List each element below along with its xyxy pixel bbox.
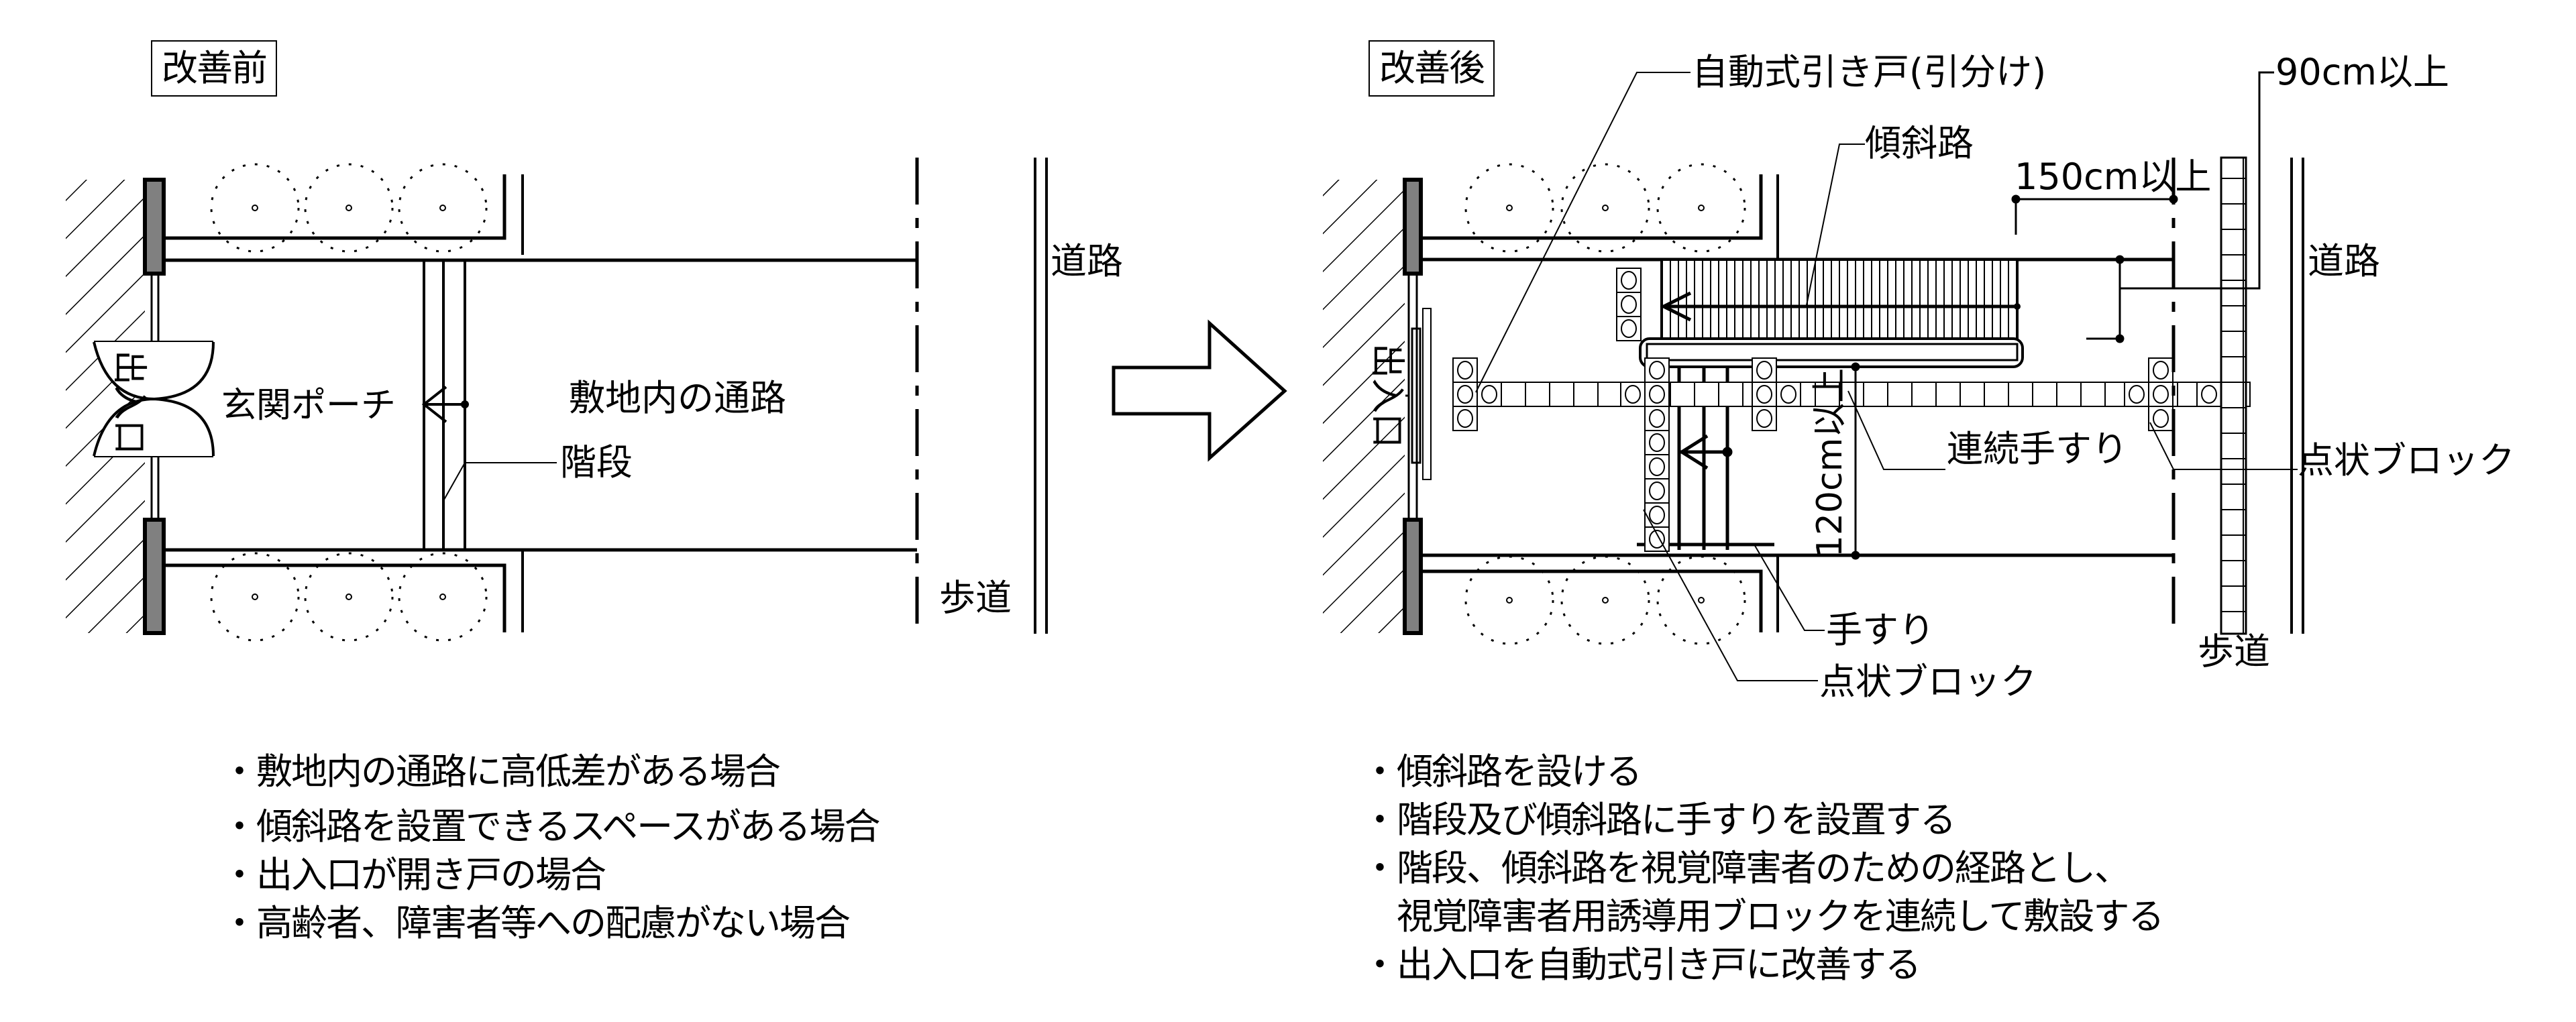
stairs-label: 階段 [560, 441, 633, 484]
tactile-line-block [2008, 382, 2033, 407]
sidewalk-label: 歩道 [939, 577, 1012, 619]
stairs-direction-arrow-icon [1678, 434, 1733, 470]
tactile-dot-block [1644, 357, 1670, 383]
sidewalk-block-strip [2220, 156, 2247, 635]
tactile-dot-block [1644, 454, 1670, 479]
tactile-line-block [1887, 382, 1913, 407]
tactile-dot-block [1644, 502, 1670, 528]
ramp-width-label: 150cm以上 [2015, 156, 2211, 198]
tactile-line-block [1573, 382, 1599, 407]
tactile-dot-block [2124, 382, 2149, 407]
improvement-item: 傾斜路を設ける [1362, 748, 2163, 796]
dimension-90cm [2086, 71, 2274, 343]
tactile-dot-block [1752, 382, 1777, 407]
tactile-dot-block [2148, 382, 2174, 407]
sliding-door-icon [1405, 274, 1432, 520]
after-improvements-list: 傾斜路を設ける 階段及び傾斜路に手すりを設置する 階段、傾斜路を視覚障害者のため… [1362, 748, 2164, 989]
tactile-line-block [1525, 382, 1550, 407]
tactile-line-block [1935, 382, 1961, 407]
stair-width-label: 120cm以上 [1810, 368, 1850, 558]
road-label: 道路 [1051, 240, 1123, 282]
tactile-dot-block [1477, 382, 1502, 407]
improvement-item: 階段及び傾斜路に手すりを設置する [1362, 796, 2163, 844]
sidewalk-label: 歩道 [2198, 630, 2270, 673]
condition-item: 傾斜路を設置できるスペースがある場合 [221, 803, 880, 851]
tactile-dot-block [2196, 382, 2222, 407]
hinged-door-icon [93, 341, 215, 457]
planter-top [164, 163, 524, 255]
tactile-line-block [1549, 382, 1574, 407]
tactile-dot-block [1752, 357, 1777, 383]
tactile-line-block [1597, 382, 1623, 407]
tactile-line-block [2056, 382, 2082, 407]
improvement-item: 視覚障害者用誘導用ブロックを連続して敷設する [1397, 895, 2164, 938]
wall-column-top [143, 178, 166, 276]
handrail-label: 手すり [1826, 609, 1935, 651]
tactile-line-block [1863, 382, 1888, 407]
tactile-dot-block [1620, 382, 1646, 407]
tactile-block-bottom-label: 点状ブロック [1819, 661, 2037, 703]
tactile-line-block [2032, 382, 2057, 407]
right-arrow-icon [1112, 319, 1287, 462]
tactile-dot-block [1776, 382, 1801, 407]
leader-lines [1475, 72, 2298, 681]
wall-column-top [1403, 178, 1423, 276]
tactile-dot-block [1644, 406, 1670, 431]
wall-column-bottom [1403, 518, 1423, 635]
tactile-dot-block [1644, 382, 1670, 407]
ramp [1660, 258, 2021, 346]
improvement-item: 出入口を自動式引き戸に改善する [1362, 941, 2163, 989]
before-conditions-list: 敷地内の通路に高低差がある場合 傾斜路を設置できるスペースがある場合 出入口が開… [221, 748, 880, 948]
planter-bottom [1421, 555, 1779, 645]
tactile-dot-block [1644, 430, 1670, 455]
tactile-line-block [2080, 382, 2106, 407]
tactile-line-block [1839, 382, 1864, 407]
tactile-dot-block [1616, 268, 1642, 293]
tactile-line-block [1670, 382, 1695, 407]
entrance-label: 出入口 [109, 350, 149, 455]
continuous-handrail-label: 連続手すり [1947, 428, 2128, 470]
improvement-item: 階段、傾斜路を視覚障害者のための経路とし、 [1362, 844, 2163, 893]
entrance-label: 出入口 [1366, 343, 1407, 448]
ramp-label: 傾斜路 [1865, 122, 1974, 164]
auto-door-label: 自動式引き戸(引分け) [1692, 51, 2046, 93]
tactile-line-block [1718, 382, 1743, 407]
tactile-line-block [1501, 382, 1526, 407]
tactile-dot-block [1616, 316, 1642, 341]
road-label: 道路 [2308, 240, 2380, 282]
tactile-dot-block [1616, 292, 1642, 317]
condition-item: 敷地内の通路に高低差がある場合 [221, 748, 879, 796]
after-plan: 出入口 自動式引き戸(引分け) 傾斜路 150cm以上 90cm以上 120cm… [1323, 51, 2515, 703]
planter-bottom [164, 550, 524, 642]
tactile-line-block [1960, 382, 1985, 407]
site-path-label: 敷地内の通路 [569, 377, 786, 419]
tactile-line-block [1984, 382, 2009, 407]
after-title: 改善後 [1368, 40, 1495, 97]
tactile-dot-block [2148, 357, 2174, 383]
tactile-dot-block [1452, 357, 1478, 383]
tactile-block-right-label: 点状ブロック [2298, 439, 2515, 481]
dimension-150cm [2011, 194, 2178, 235]
tactile-dot-block [1452, 382, 1478, 407]
condition-item: 高齢者、障害者等への配慮がない場合 [221, 899, 879, 948]
tactile-dot-block [1452, 406, 1478, 431]
before-plan: 出入口 玄関ポーチ 敷地内の通路 階段 道路 歩道 [66, 158, 1123, 642]
tactile-dot-block [1752, 406, 1777, 431]
before-title: 改善前 [151, 40, 277, 97]
dimension-120cm [1851, 362, 1860, 560]
condition-item: 出入口が開き戸の場合 [221, 851, 879, 899]
tactile-dot-block [1644, 478, 1670, 504]
wall-column-bottom [143, 518, 166, 635]
ramp-direction-arrow-icon [1660, 291, 1692, 322]
planter-top [1421, 163, 1779, 260]
porch-label: 玄関ポーチ [221, 386, 396, 426]
tactile-line-block [1911, 382, 1937, 407]
building-hatch [1323, 180, 1405, 633]
landing-width-label: 90cm以上 [2275, 51, 2449, 93]
stairs-direction-arrow-icon [421, 386, 469, 423]
stairs-leader [443, 462, 557, 500]
tactile-dot-block [1644, 526, 1670, 552]
tactile-line-block [1694, 382, 1719, 407]
